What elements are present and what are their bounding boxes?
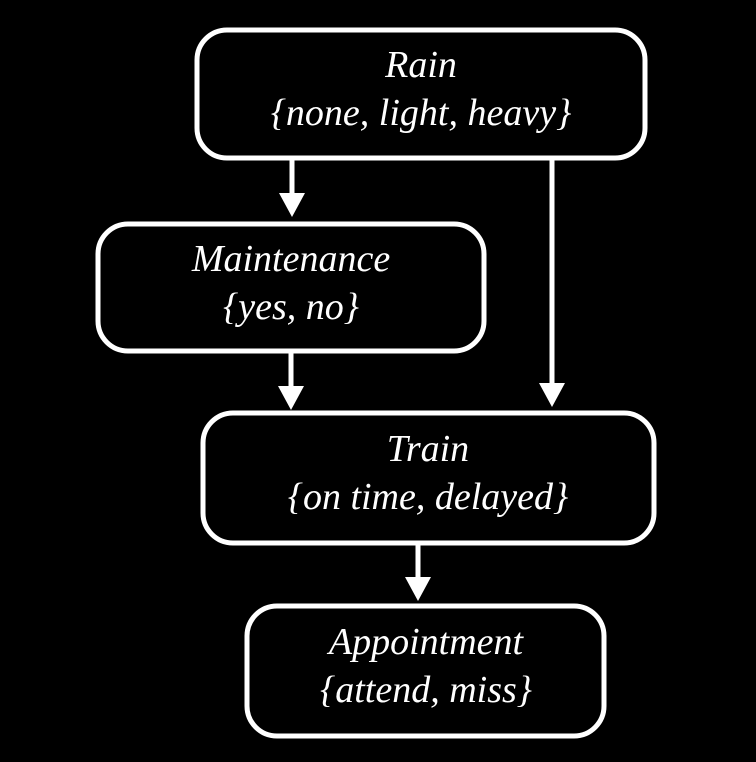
node-rain: Rain {none, light, heavy}: [194, 27, 648, 161]
node-appointment-label: Appointment: [326, 621, 525, 663]
arrowhead-icon: [279, 193, 305, 217]
edge-train-to-appointment: [405, 545, 431, 601]
arrowhead-icon: [539, 383, 565, 407]
edge-rain-to-maintenance: [279, 160, 305, 217]
node-train-box: [200, 410, 657, 546]
node-appointment: Appointment {attend, miss}: [244, 603, 607, 739]
node-maintenance-label: Maintenance: [191, 238, 391, 280]
node-maintenance: Maintenance {yes, no}: [95, 221, 487, 354]
node-train: Train {on time, delayed}: [200, 410, 657, 546]
node-appointment-values: {attend, miss}: [320, 669, 532, 711]
node-maintenance-box: [95, 221, 487, 354]
arrowhead-icon: [278, 386, 304, 410]
node-maintenance-values: {yes, no}: [223, 286, 359, 328]
arrowhead-icon: [405, 577, 431, 601]
edge-rain-to-train: [539, 160, 565, 407]
node-train-values: {on time, delayed}: [288, 476, 568, 518]
node-rain-values: {none, light, heavy}: [271, 92, 572, 134]
edge-maintenance-to-train: [278, 353, 304, 410]
node-appointment-box: [244, 603, 607, 739]
node-rain-label: Rain: [384, 44, 457, 86]
node-train-label: Train: [387, 428, 469, 470]
node-rain-box: [194, 27, 648, 161]
